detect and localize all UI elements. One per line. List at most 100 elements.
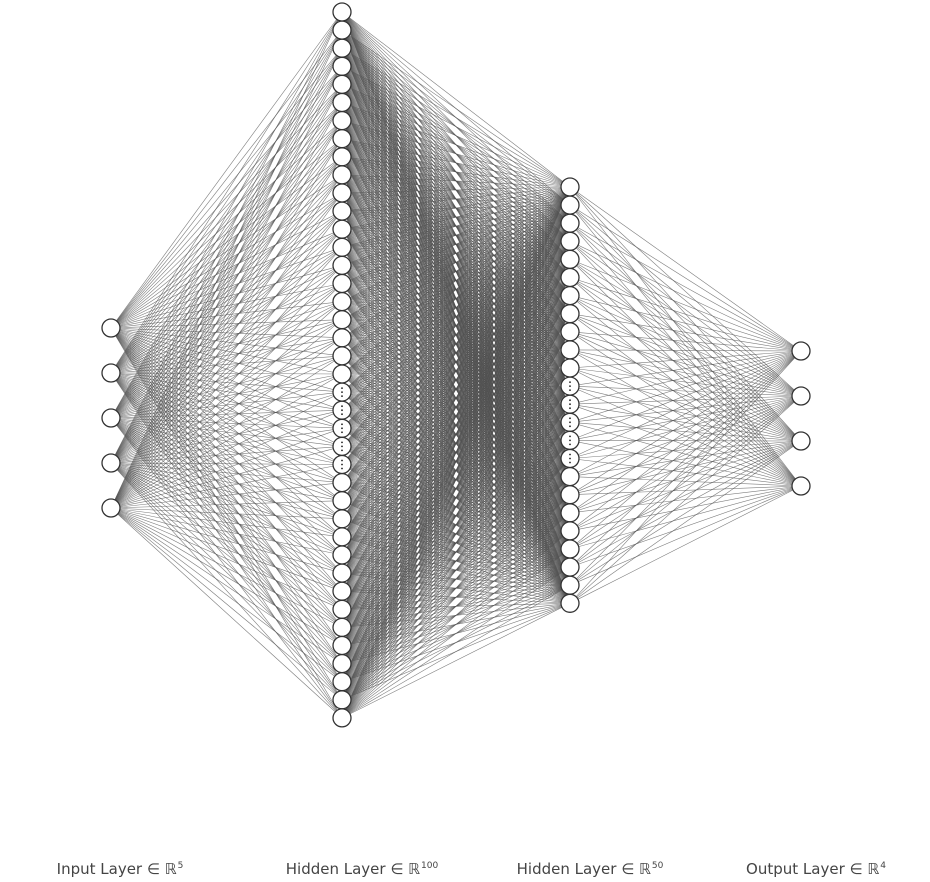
edge bbox=[569, 395, 802, 459]
edge bbox=[110, 409, 343, 509]
edge bbox=[569, 350, 802, 568]
ellipsis-dot bbox=[341, 395, 343, 397]
neuron-node bbox=[332, 219, 352, 239]
edge bbox=[569, 350, 802, 604]
neurons bbox=[101, 2, 811, 728]
edge bbox=[110, 462, 343, 483]
edge bbox=[110, 156, 343, 509]
edge bbox=[110, 247, 343, 509]
neuron-node bbox=[332, 563, 352, 583]
ellipsis-dot bbox=[341, 463, 343, 466]
edge bbox=[110, 507, 343, 682]
neuron-node bbox=[560, 322, 580, 342]
edge bbox=[110, 174, 343, 464]
edge bbox=[569, 395, 802, 550]
edge bbox=[569, 241, 802, 397]
edge bbox=[110, 462, 343, 556]
ellipsis-dot bbox=[569, 407, 571, 410]
edge bbox=[569, 313, 802, 397]
edge bbox=[569, 350, 802, 477]
neuron-node bbox=[560, 213, 580, 233]
ellipsis-dot bbox=[341, 427, 343, 430]
neuron-node bbox=[332, 147, 352, 167]
ellipsis-dot bbox=[341, 445, 343, 448]
edge bbox=[341, 84, 571, 188]
neuron-node bbox=[332, 201, 352, 221]
edge bbox=[110, 507, 343, 556]
edge bbox=[110, 462, 343, 501]
neuron-node bbox=[791, 341, 811, 361]
neuron-node bbox=[560, 249, 580, 270]
neuron-node bbox=[332, 653, 352, 674]
neuron-node bbox=[560, 557, 580, 577]
neuron-node bbox=[560, 593, 580, 613]
edge bbox=[110, 428, 343, 464]
edge bbox=[110, 507, 343, 646]
edge bbox=[110, 102, 343, 464]
edge bbox=[110, 192, 343, 464]
neuron-node bbox=[332, 237, 352, 257]
edge bbox=[110, 66, 343, 464]
edge bbox=[110, 11, 343, 374]
neuron-node bbox=[332, 527, 352, 547]
edge bbox=[110, 11, 343, 329]
edge bbox=[110, 428, 343, 509]
edge bbox=[341, 186, 571, 212]
edge bbox=[569, 186, 802, 352]
edge bbox=[569, 395, 802, 586]
edge bbox=[341, 186, 571, 465]
edge bbox=[110, 507, 343, 592]
edge bbox=[341, 385, 571, 719]
edge bbox=[110, 174, 343, 509]
edge bbox=[341, 156, 571, 188]
edge bbox=[341, 186, 571, 574]
edge bbox=[569, 395, 802, 604]
edge bbox=[341, 186, 571, 320]
edge bbox=[110, 265, 343, 464]
edge bbox=[110, 11, 343, 509]
edge bbox=[110, 355, 343, 464]
edge bbox=[341, 186, 571, 429]
edge bbox=[569, 349, 802, 352]
neuron-node bbox=[332, 2, 352, 22]
ellipsis-dot bbox=[569, 443, 571, 446]
neuron-node bbox=[332, 129, 352, 149]
neuron-node bbox=[101, 318, 121, 338]
neuron-node bbox=[791, 386, 811, 406]
neuron-node bbox=[101, 363, 121, 383]
caption-hidden-layer-2: Hidden Layer ∈ ℝ50 bbox=[516, 860, 664, 878]
edge bbox=[341, 241, 571, 719]
edge bbox=[341, 186, 571, 646]
neuron-node bbox=[560, 267, 580, 288]
neuron-node bbox=[560, 177, 580, 197]
edge bbox=[110, 462, 343, 538]
edge bbox=[341, 367, 571, 719]
neuron-node bbox=[332, 273, 352, 294]
edge bbox=[341, 186, 571, 700]
neuron-node bbox=[332, 56, 352, 76]
edge bbox=[110, 337, 343, 509]
edge bbox=[341, 349, 571, 719]
caption-hidden-layer-1: Hidden Layer ∈ ℝ100 bbox=[285, 860, 439, 878]
edge bbox=[110, 11, 343, 419]
edge bbox=[110, 29, 343, 509]
neuron-node bbox=[101, 453, 121, 473]
edge bbox=[341, 186, 571, 556]
edge bbox=[110, 228, 343, 464]
edge bbox=[569, 395, 802, 568]
edge bbox=[569, 350, 802, 550]
edge bbox=[110, 84, 343, 464]
edge bbox=[569, 222, 802, 352]
edge bbox=[341, 186, 571, 538]
edge bbox=[110, 319, 343, 464]
ellipsis-dot bbox=[341, 413, 343, 416]
ellipsis-dot bbox=[341, 459, 343, 462]
edge bbox=[110, 138, 343, 509]
edge bbox=[569, 395, 802, 495]
edge bbox=[569, 395, 802, 477]
neuron-node bbox=[332, 328, 352, 348]
neuron-node bbox=[560, 485, 580, 505]
edge bbox=[110, 507, 343, 574]
neuron-node bbox=[332, 472, 352, 493]
